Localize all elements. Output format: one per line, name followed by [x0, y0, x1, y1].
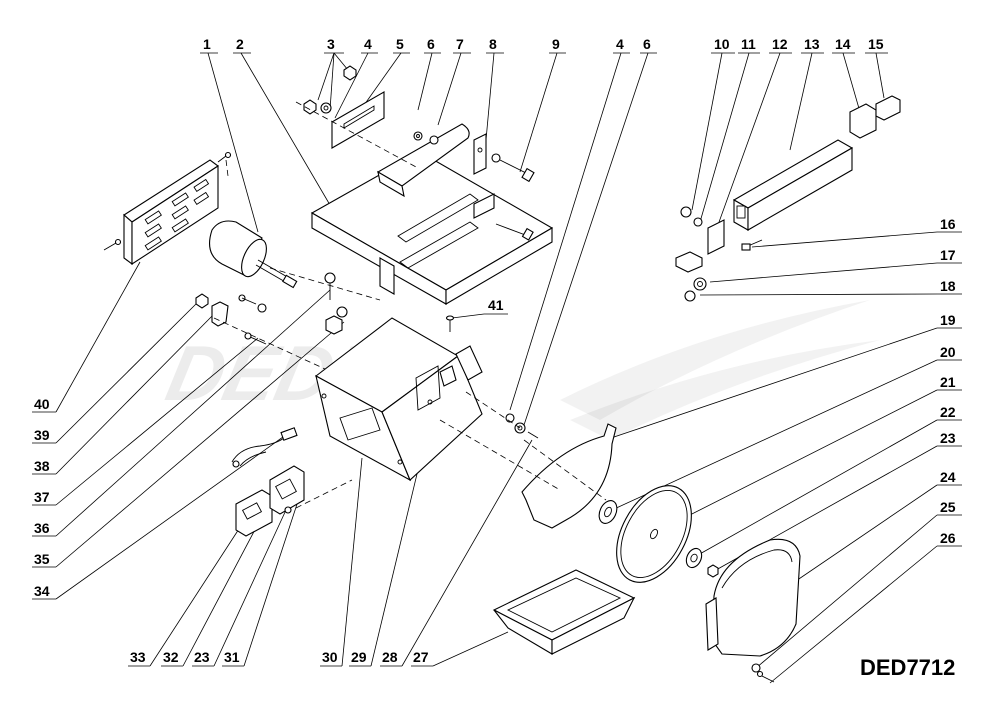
callout-37: 37	[34, 489, 50, 505]
callout-row-top: 1 2 3 4 5 6 7 8 9 4 6 10 11 12 13 14 15	[203, 36, 884, 52]
part-blade-guard	[521, 423, 617, 529]
callout-3: 3	[327, 36, 335, 52]
callout-column-right: 16 17 18 19 20 21 22 23 24 25 26	[940, 216, 956, 546]
callout-11: 11	[741, 36, 756, 52]
part-table-top	[310, 151, 554, 305]
part-guide	[376, 123, 470, 198]
assembly-lines	[225, 159, 607, 509]
part-outer-flange	[685, 547, 719, 578]
callout-4b: 4	[616, 36, 624, 52]
callout-24: 24	[940, 469, 956, 485]
callout-15: 15	[868, 36, 884, 52]
part-switch	[235, 465, 305, 537]
part-extension-tube	[732, 139, 854, 231]
part-clamp	[675, 95, 901, 302]
part-side-panel	[103, 151, 232, 266]
part-housing	[314, 317, 483, 482]
callout-2: 2	[236, 36, 244, 52]
callout-23b: 23	[194, 649, 210, 665]
part-washers-mid	[465, 391, 539, 439]
callout-27: 27	[413, 649, 429, 665]
part-cable	[231, 427, 298, 468]
callout-19: 19	[940, 312, 956, 328]
callout-12: 12	[772, 36, 788, 52]
callout-26: 26	[940, 530, 956, 546]
callout-17: 17	[940, 247, 956, 263]
callout-13: 13	[804, 36, 820, 52]
part-blade-cover	[705, 538, 801, 657]
part-water-tray	[492, 569, 636, 655]
callout-9: 9	[552, 36, 560, 52]
watermark: DEDRA	[159, 300, 880, 440]
callout-29: 29	[351, 649, 367, 665]
callout-25: 25	[940, 499, 956, 515]
callout-4: 4	[364, 36, 372, 52]
part-motor	[209, 220, 298, 289]
callout-6b: 6	[643, 36, 651, 52]
callout-38: 38	[34, 458, 50, 474]
callout-20: 20	[940, 344, 956, 360]
callout-28: 28	[382, 649, 398, 665]
part-flange	[598, 500, 618, 524]
callout-33: 33	[130, 649, 146, 665]
callout-8: 8	[489, 36, 497, 52]
part-cover-screw	[751, 663, 775, 683]
part-fasteners-top	[295, 65, 439, 169]
part-bolts-left	[195, 267, 411, 409]
callout-23: 23	[940, 430, 956, 446]
part-blade	[616, 485, 692, 583]
callout-18: 18	[940, 278, 956, 294]
callout-39: 39	[34, 427, 50, 443]
callout-41: 41	[488, 297, 504, 313]
callout-30: 30	[322, 649, 338, 665]
callout-column-left: 40 39 38 37 36 35 34	[34, 396, 50, 599]
callout-10: 10	[714, 36, 730, 52]
callout-35: 35	[34, 551, 50, 567]
callout-16: 16	[940, 216, 956, 232]
callout-31: 31	[224, 649, 240, 665]
callout-14: 14	[835, 36, 851, 52]
callout-36: 36	[34, 520, 50, 536]
callout-6: 6	[427, 36, 435, 52]
callout-32: 32	[163, 649, 179, 665]
callout-1: 1	[203, 36, 211, 52]
callout-21: 21	[940, 374, 956, 390]
callout-row-bottom: 33 32 23 31 30 29 28 27	[130, 649, 429, 665]
part-small-bolt	[445, 315, 455, 332]
callout-7: 7	[456, 36, 464, 52]
part-slotted-plate	[331, 91, 385, 149]
model-code: DED7712	[860, 655, 955, 680]
callout-40: 40	[34, 396, 50, 412]
callout-5: 5	[396, 36, 404, 52]
callout-22: 22	[940, 404, 956, 420]
callout-34: 34	[34, 583, 50, 599]
part-bracket	[473, 133, 535, 241]
